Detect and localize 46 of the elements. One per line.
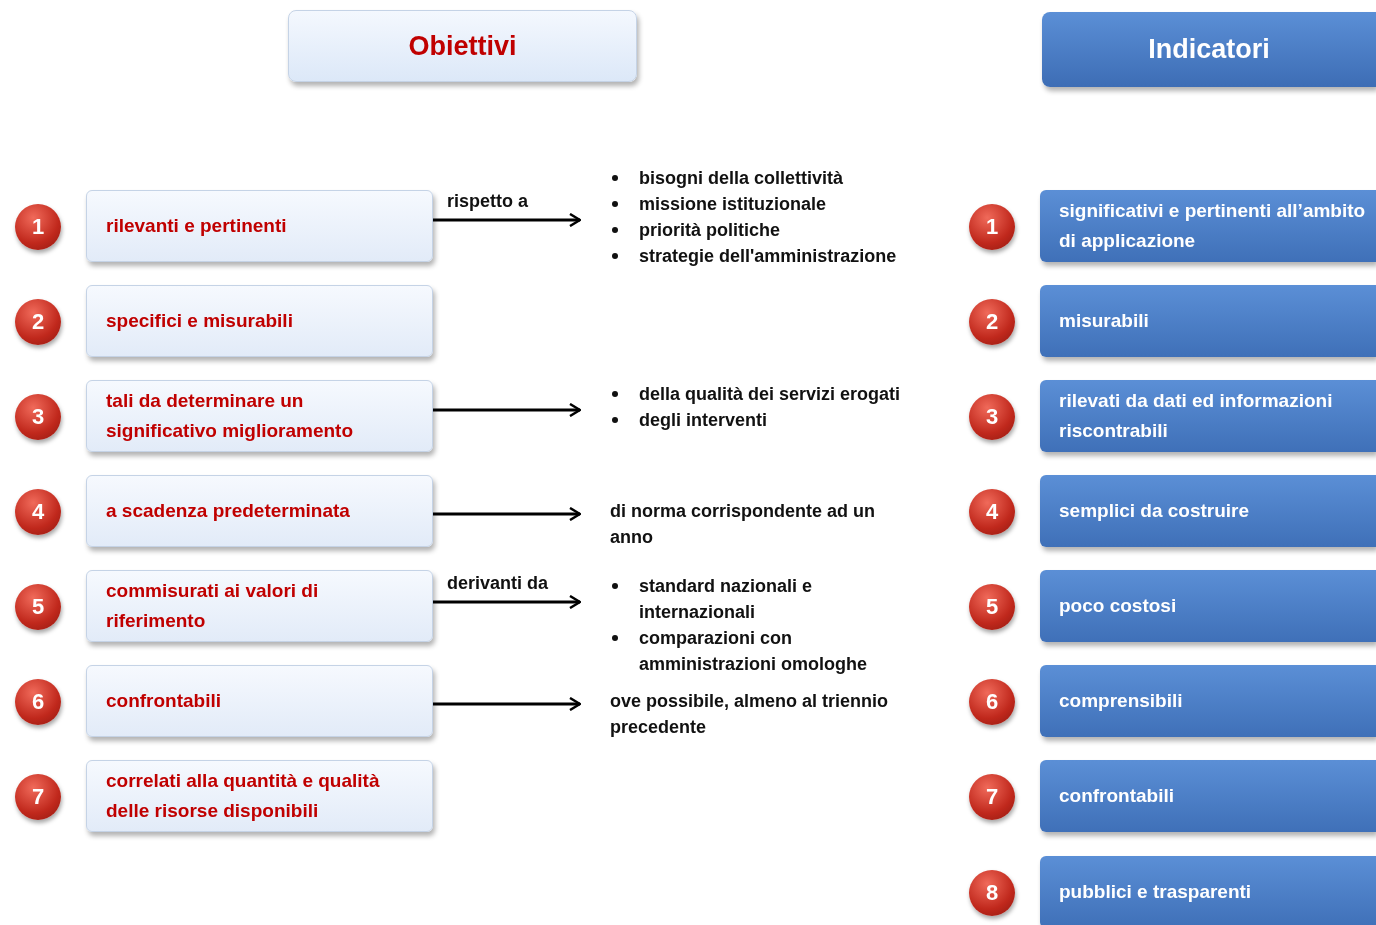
number-circle: 2 xyxy=(15,299,61,345)
number-circle: 7 xyxy=(969,774,1015,820)
indicator-box: rilevati da dati ed informazioni riscontrabili xyxy=(1040,380,1376,452)
bullet-item: priorità politiche xyxy=(610,217,910,243)
number-circle: 2 xyxy=(969,299,1015,345)
header-box: Obiettivi xyxy=(288,10,637,82)
number-circle: 6 xyxy=(15,679,61,725)
number-circle: 1 xyxy=(15,204,61,250)
objective-box: tali da determinare un significativo miglioramento xyxy=(86,380,433,452)
objective-box: rilevanti e pertinenti xyxy=(86,190,433,262)
objective-box: a scadenza predeterminata xyxy=(86,475,433,547)
indicator-box: comprensibili xyxy=(1040,665,1376,737)
bullet-item: missione istituzionale xyxy=(610,191,910,217)
indicator-box: significativi e pertinenti all’ambito di applicazione xyxy=(1040,190,1376,262)
number-circle: 4 xyxy=(969,489,1015,535)
objective-box: specifici e misurabili xyxy=(86,285,433,357)
bullet-item: bisogni della collettività xyxy=(610,165,910,191)
text-line: ove possibile, almeno al triennio precedente xyxy=(610,690,890,739)
bullet-item: degli interventi xyxy=(610,407,910,433)
indicator-box: semplici da costruire xyxy=(1040,475,1376,547)
number-circle: 4 xyxy=(15,489,61,535)
indicator-box: pubblici e trasparenti xyxy=(1040,856,1376,925)
number-circle: 5 xyxy=(969,584,1015,630)
indicator-box: confrontabili xyxy=(1040,760,1376,832)
arrow xyxy=(433,696,582,712)
number-circle: 6 xyxy=(969,679,1015,725)
bullet-item: strategie dell'amministrazione xyxy=(610,243,910,269)
text-line: di norma corrispondente ad un anno xyxy=(610,500,877,549)
number-circle: 3 xyxy=(15,394,61,440)
number-circle: 7 xyxy=(15,774,61,820)
objective-box: commisurati ai valori di riferimento xyxy=(86,570,433,642)
arrow xyxy=(433,402,582,418)
indicator-box: misurabili xyxy=(1040,285,1376,357)
number-circle: 5 xyxy=(15,584,61,630)
arrow xyxy=(433,506,582,522)
bullet-item: comparazioni con amministrazioni omologhe xyxy=(610,625,910,677)
bullet-item: della qualità dei servizi erogati xyxy=(610,381,910,407)
number-circle: 3 xyxy=(969,394,1015,440)
indicator-box: poco costosi xyxy=(1040,570,1376,642)
number-circle: 1 xyxy=(969,204,1015,250)
number-circle: 8 xyxy=(969,870,1015,916)
objective-box: correlati alla quantità e qualità delle risorse disponibili xyxy=(86,760,433,832)
objective-box: confrontabili xyxy=(86,665,433,737)
arrow xyxy=(433,212,582,228)
header-box: Indicatori xyxy=(1042,12,1376,87)
arrow xyxy=(433,594,582,610)
